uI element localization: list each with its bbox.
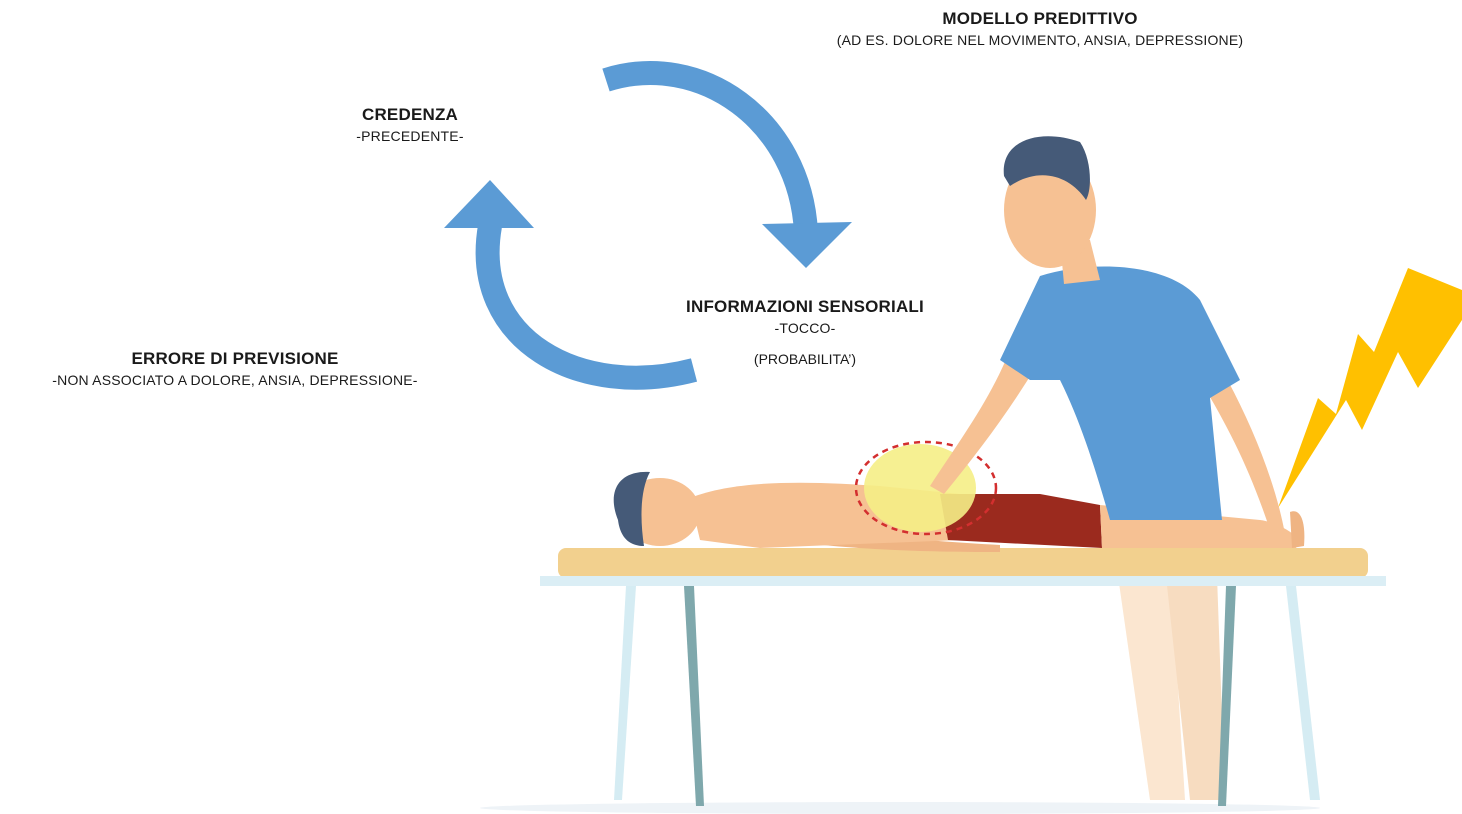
sensory-info-label: INFORMAZIONI SENSORIALI -TOCCO- (PROBABI… bbox=[620, 296, 990, 369]
arrow-up-head bbox=[444, 180, 534, 228]
belief-title: CREDENZA bbox=[310, 104, 510, 127]
table-top bbox=[558, 548, 1368, 578]
belief-label: CREDENZA -PRECEDENTE- bbox=[310, 104, 510, 146]
predictive-model-subtitle: (AD ES. DOLORE NEL MOVIMENTO, ANSIA, DEP… bbox=[780, 31, 1300, 50]
sensory-info-title: INFORMAZIONI SENSORIALI bbox=[620, 296, 990, 319]
patient-foot bbox=[1290, 511, 1304, 548]
table-leg-back-left bbox=[614, 586, 636, 800]
table-frame bbox=[540, 576, 1386, 586]
massage-table bbox=[540, 548, 1386, 806]
prediction-error-label: ERRORE DI PREVISIONE -NON ASSOCIATO A DO… bbox=[0, 348, 470, 390]
therapist-shirt bbox=[1000, 267, 1240, 520]
prediction-error-subtitle: -NON ASSOCIATO A DOLORE, ANSIA, DEPRESSI… bbox=[0, 371, 470, 390]
table-leg-back-right bbox=[1286, 586, 1320, 800]
belief-subtitle: -PRECEDENTE- bbox=[310, 127, 510, 146]
sensory-info-subtitle: -TOCCO- bbox=[620, 319, 990, 338]
sensory-info-note: (PROBABILITA’) bbox=[620, 350, 990, 369]
predictive-model-label: MODELLO PREDITTIVO (AD ES. DOLORE NEL MO… bbox=[780, 8, 1300, 50]
prediction-error-title: ERRORE DI PREVISIONE bbox=[0, 348, 470, 371]
predictive-model-title: MODELLO PREDITTIVO bbox=[780, 8, 1300, 31]
table-leg-front-left bbox=[684, 586, 704, 806]
floor-shadow bbox=[480, 802, 1320, 814]
arrow-down-head bbox=[762, 222, 852, 268]
lightning-bolt-icon bbox=[1278, 268, 1462, 508]
arrow-down-arc bbox=[606, 73, 806, 232]
